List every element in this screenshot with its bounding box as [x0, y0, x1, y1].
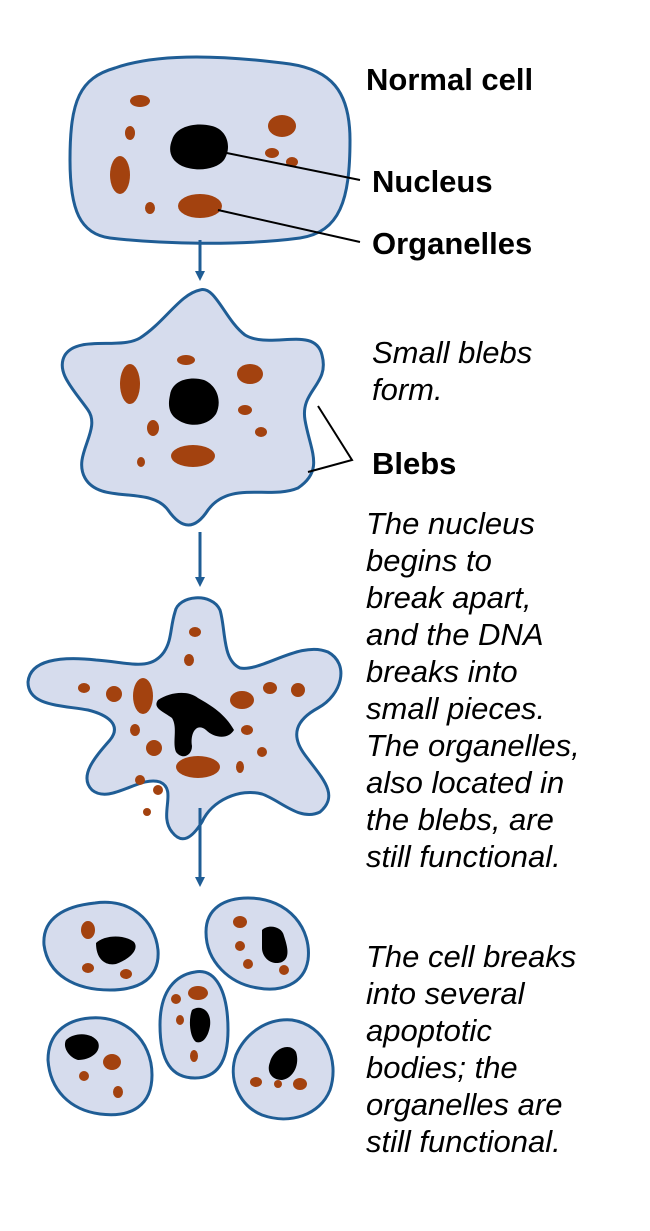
apoptotic-bodies-caption: The cell breaks into several apoptotic b… — [366, 938, 576, 1160]
fragmenting-cell-organelles — [78, 627, 305, 816]
organelles-label: Organelles — [372, 226, 533, 261]
caption-line: break apart, — [366, 580, 532, 615]
caption-line: still functional. — [366, 839, 561, 874]
apoptotic-body-5 — [231, 1018, 335, 1121]
apoptotic-body-1 — [42, 900, 160, 992]
nucleus-label: Nucleus — [372, 164, 493, 199]
fragmenting-cell-nucleus — [156, 692, 234, 757]
caption-line: into several — [366, 976, 525, 1011]
normal-cell-label: Normal cell — [366, 62, 534, 97]
apoptotic-body-2 — [204, 896, 310, 991]
blebbing-cell — [60, 288, 325, 527]
normal-cell-organelles — [110, 95, 298, 218]
apoptotic-body-4 — [46, 1016, 154, 1117]
caption-line: breaks into — [366, 654, 518, 689]
blebs-bracket — [307, 405, 354, 473]
nucleus-breaks-caption: The nucleus begins to break apart, and t… — [366, 505, 580, 875]
apoptotic-body-3 — [158, 970, 230, 1080]
caption-line: and the DNA — [366, 617, 544, 652]
caption-line: The cell breaks — [366, 939, 577, 974]
caption-line: The organelles, — [366, 728, 580, 763]
caption-line: small pieces. — [366, 691, 546, 726]
nucleus-pointer-line — [211, 149, 361, 181]
caption-line: form. — [372, 372, 443, 407]
normal-cell — [68, 55, 352, 245]
caption-line: The nucleus — [366, 506, 535, 541]
caption-line: the blebs, are — [366, 802, 554, 837]
caption-line: Small blebs — [372, 335, 533, 370]
normal-cell-nucleus — [170, 124, 228, 170]
caption-line: bodies; the — [366, 1050, 518, 1085]
caption-line: apoptotic — [366, 1013, 492, 1048]
apoptotic-bodies — [42, 896, 335, 1121]
fragmenting-cell — [26, 596, 343, 841]
blebbing-cell-organelles — [120, 355, 267, 467]
blebbing-cell-nucleus — [168, 378, 219, 425]
caption-line: still functional. — [366, 1124, 561, 1159]
caption-line: begins to — [366, 543, 492, 578]
blebs-label: Blebs — [372, 446, 457, 481]
caption-line: also located in — [366, 765, 565, 800]
organelles-pointer-line — [217, 209, 361, 243]
small-blebs-caption: Small blebs form. — [372, 334, 532, 408]
caption-line: organelles are — [366, 1087, 563, 1122]
